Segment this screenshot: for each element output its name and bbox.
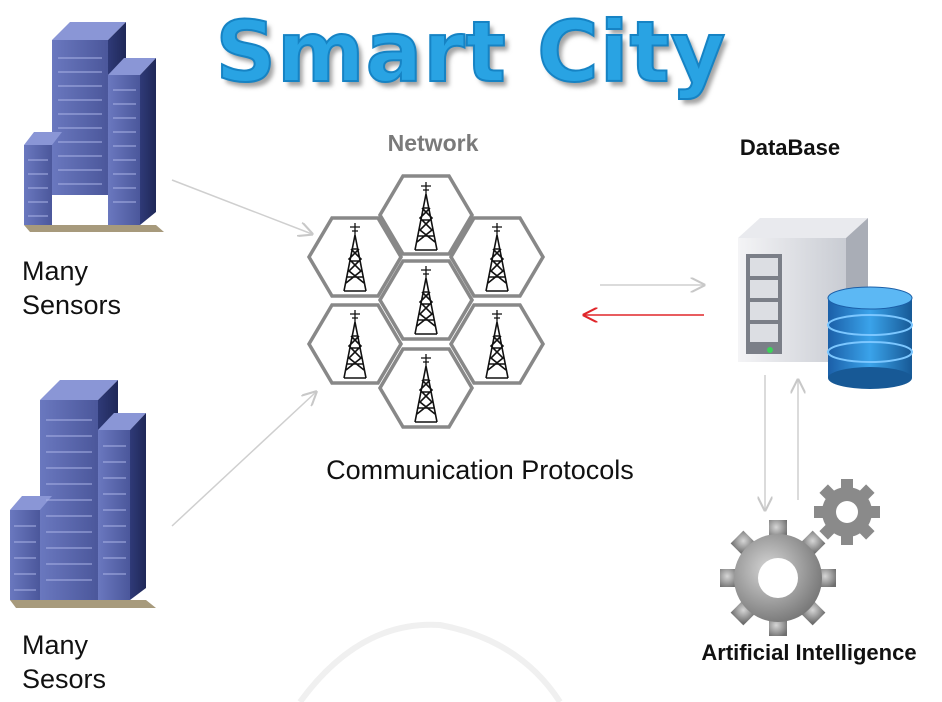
sensors-top-line1: Many [22, 256, 89, 286]
sensors-bottom-line1: Many [22, 630, 89, 660]
arrow-sensors-top-to-network [171, 179, 312, 234]
network-cell [377, 347, 475, 429]
ai-label: Artificial Intelligence [701, 640, 917, 665]
network-cell [377, 259, 475, 341]
network-cell [377, 174, 475, 256]
page-title: Smart City [215, 2, 727, 102]
sensors-top-line2: Sensors [22, 290, 122, 320]
network-cell [448, 216, 546, 298]
building-top-icon [24, 22, 164, 232]
sensors-top-label: Many Sensors [22, 254, 121, 322]
communication-protocols-label: Communication Protocols [326, 455, 634, 485]
gear-large-icon [720, 520, 836, 636]
network-cell [306, 303, 404, 385]
database-cylinder-icon [827, 286, 913, 389]
network-label: Network [387, 130, 479, 156]
building-bottom-icon [10, 380, 156, 608]
sensors-bottom-label: Many Sesors [22, 628, 106, 696]
network-cell [306, 216, 404, 298]
watermark-arc [297, 621, 563, 702]
network-hex-grid [306, 174, 546, 429]
arrow-sensors-bottom-to-network [171, 392, 316, 527]
sensors-bottom-line2: Sesors [22, 664, 107, 694]
database-label: DataBase [739, 135, 841, 160]
network-cell [448, 303, 546, 385]
gear-small-icon [814, 479, 880, 545]
